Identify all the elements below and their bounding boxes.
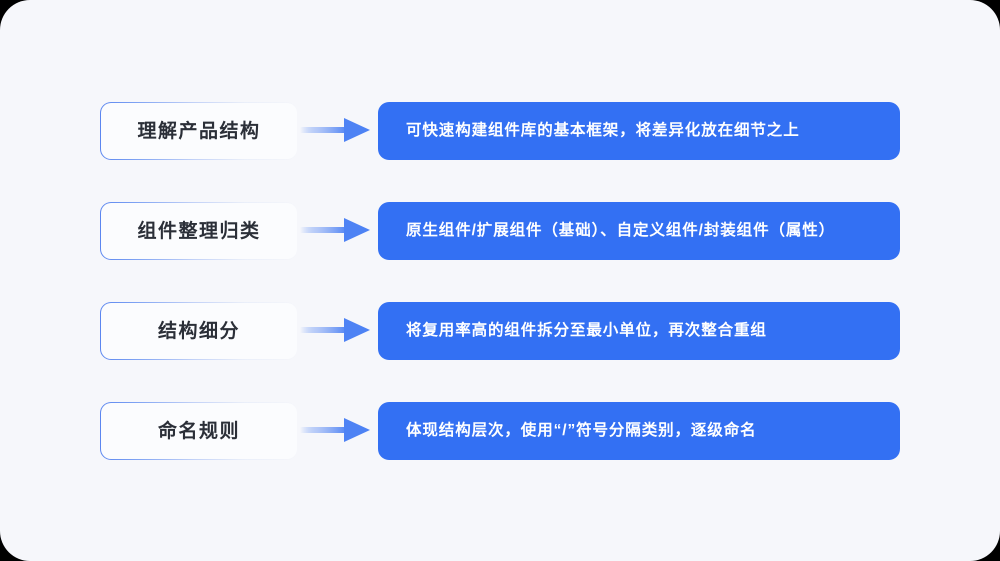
stage-label: 理解产品结构	[137, 120, 261, 142]
detail-label: 原生组件/扩展组件（基础）、自定义组件/封装组件（属性）	[406, 222, 836, 240]
stage-label: 结构细分	[157, 320, 240, 342]
flow-row-3: 结构细分 将复用率高的组件拆分至最小单位，再次整合重组	[0, 301, 1000, 361]
detail-box-1[interactable]: 可快速构建组件库的基本框架，将差异化放在细节之上	[378, 102, 900, 160]
flow-row-1: 理解产品结构 可快速构建组件库的基本框架，将差异化放在细节之上	[0, 101, 1000, 161]
detail-box-3[interactable]: 将复用率高的组件拆分至最小单位，再次整合重组	[378, 302, 900, 360]
detail-box-4[interactable]: 体现结构层次，使用“/”符号分隔类别，逐级命名	[378, 402, 900, 460]
flow-row-2: 组件整理归类 原生组件/扩展组件（基础）、自定义组件/封装组件（属性）	[0, 201, 1000, 261]
stage-box-4[interactable]: 命名规则	[100, 402, 298, 460]
detail-box-2[interactable]: 原生组件/扩展组件（基础）、自定义组件/封装组件（属性）	[378, 202, 900, 260]
flow-row-4: 命名规则 体现结构层次，使用“/”符号分隔类别，逐级命名	[0, 401, 1000, 461]
detail-label: 将复用率高的组件拆分至最小单位，再次整合重组	[406, 322, 767, 340]
arrow-right-icon	[300, 115, 372, 145]
stage-box-1[interactable]: 理解产品结构	[100, 102, 298, 160]
stage-label: 命名规则	[157, 420, 240, 442]
detail-label: 体现结构层次，使用“/”符号分隔类别，逐级命名	[406, 422, 757, 440]
arrow-right-icon	[300, 215, 372, 245]
stage-box-2[interactable]: 组件整理归类	[100, 202, 298, 260]
stage-box-3[interactable]: 结构细分	[100, 302, 298, 360]
stage-label: 组件整理归类	[137, 220, 261, 242]
arrow-right-icon	[300, 315, 372, 345]
detail-label: 可快速构建组件库的基本框架，将差异化放在细节之上	[406, 122, 800, 140]
arrow-right-icon	[300, 415, 372, 445]
